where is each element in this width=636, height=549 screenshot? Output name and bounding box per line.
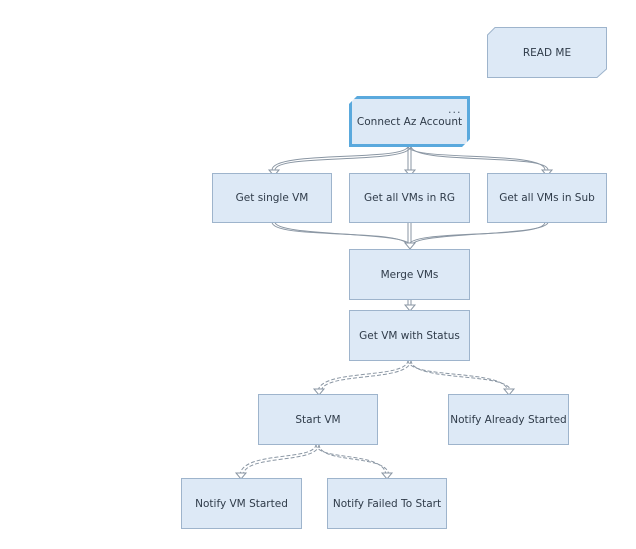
connector-start-started	[239, 443, 317, 477]
node-connect-label: Connect Az Account	[356, 115, 463, 128]
node-all-vms-rg-label: Get all VMs in RG	[363, 192, 456, 204]
connector-connect-single-b	[274, 145, 412, 171]
connector-status-already-b	[410, 359, 512, 393]
node-start-vm[interactable]: Start VM	[258, 394, 378, 445]
arrowhead-status	[403, 304, 417, 312]
arrowhead-already	[502, 388, 516, 396]
readme-label: READ ME	[522, 46, 572, 59]
connector-connect-single	[271, 145, 409, 171]
node-notify-vm-started[interactable]: Notify VM Started	[181, 478, 302, 529]
node-get-vm-with-status[interactable]: Get VM with Status	[349, 310, 470, 361]
connector-sub-merge-b	[410, 221, 549, 247]
node-single-vm-label: Get single VM	[235, 192, 309, 204]
note-shape-icon	[487, 27, 607, 78]
node-start-vm-label: Start VM	[295, 413, 341, 426]
node-connect-az-account[interactable]: Connect Az Account	[349, 96, 470, 147]
node-get-all-vms-sub[interactable]: Get all VMs in Sub	[487, 173, 607, 223]
more-options-icon[interactable]: ···	[448, 106, 462, 119]
connector-status-already	[407, 359, 509, 393]
node-notify-failed-to-start[interactable]: Notify Failed To Start	[327, 478, 447, 529]
node-notify-already-label: Notify Already Started	[450, 413, 567, 426]
connector-start-failed-b	[318, 443, 390, 477]
arrowhead-start	[312, 388, 326, 396]
connector-connect-sub-b	[410, 145, 549, 171]
node-status-label: Get VM with Status	[359, 329, 460, 342]
node-merge-label: Merge VMs	[380, 268, 439, 281]
node-notify-failed-label: Notify Failed To Start	[332, 497, 442, 510]
connector-single-merge-b	[274, 221, 412, 247]
arrowhead-merge	[403, 242, 417, 250]
readme-note[interactable]: READ ME	[487, 27, 607, 78]
node-merge-vms[interactable]: Merge VMs	[349, 249, 470, 300]
arrowhead-started	[234, 472, 248, 480]
arrowhead-failed	[380, 472, 394, 480]
connector-start-started-b	[242, 443, 320, 477]
node-all-vms-sub-label: Get all VMs in Sub	[499, 192, 595, 204]
node-notify-already-started[interactable]: Notify Already Started	[448, 394, 569, 445]
node-get-all-vms-rg[interactable]: Get all VMs in RG	[349, 173, 470, 223]
node-get-single-vm[interactable]: Get single VM	[212, 173, 332, 223]
connector-status-start	[317, 359, 409, 393]
node-notify-started-label: Notify VM Started	[195, 497, 288, 510]
connector-status-start-b	[320, 359, 412, 393]
connector-connect-sub	[407, 145, 546, 171]
connector-start-failed	[315, 443, 387, 477]
